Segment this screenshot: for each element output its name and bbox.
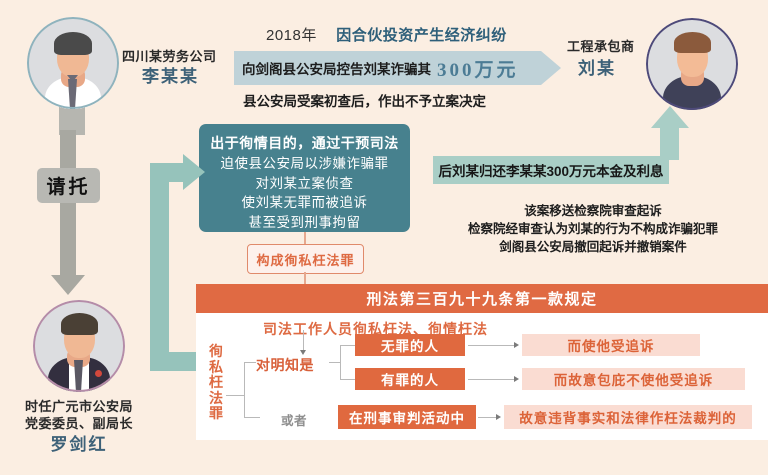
avatar-luo-jianhong <box>33 300 125 392</box>
arrow-innocent-line <box>468 345 514 346</box>
label-luo-name: 罗剑红 <box>50 435 108 454</box>
request-label: 请托 <box>37 168 100 203</box>
label-luo-role-line1: 时任广元市公安局 <box>24 399 133 414</box>
case-outcome-line1: 该案移送检察院审查起诉 <box>524 204 662 218</box>
request-arrow-head <box>51 275 85 295</box>
arrow-to-liu <box>519 54 541 82</box>
subject-box-guilty: 有罪的人 <box>355 368 465 390</box>
trunk-split <box>244 362 245 417</box>
teal-arrow-head <box>183 154 205 190</box>
arrow-trial-line <box>478 417 496 418</box>
result-box-trial-text: 故意违背事实和法律作枉法裁判的 <box>519 411 737 426</box>
repayment-arrow-head <box>651 106 689 128</box>
known-split <box>340 345 341 379</box>
law-header: 刑法第三百九十九条第一款规定 <box>196 284 768 313</box>
trunk-branch-upper <box>244 362 256 363</box>
vertical-crime-char-2: 枉 <box>209 374 223 390</box>
arrow-innocent-tip <box>514 341 519 348</box>
label-liu-role: 工程承包商 <box>567 39 635 54</box>
vertical-crime-label: 徇 私 枉 法 罪 <box>208 343 224 422</box>
known-stub <box>329 362 340 363</box>
trunk-stub <box>226 395 244 396</box>
label-luo-role-line2: 党委委员、副局长 <box>24 416 133 431</box>
label-luo-role: 时任广元市公安局 党委委员、副局长 罗剑红 <box>8 398 150 456</box>
interference-line5: 甚至受到刑事拘留 <box>248 214 361 230</box>
interference-box: 出于徇情目的，通过干预司法 迫使县公安局以涉嫌诈骗罪 对刘某立案侦查 使刘某无罪… <box>199 124 410 232</box>
trunk-branch-lower <box>244 417 260 418</box>
result-box-guilty-text: 而故意包庇不使他受追诉 <box>553 373 714 388</box>
vertical-crime-char-3: 法 <box>209 389 223 406</box>
accusation-amount: 300万元 <box>437 59 519 81</box>
request-arrow-shaft <box>60 130 76 277</box>
arrow-guilty-line <box>468 379 514 380</box>
subject-box-trial-text: 在刑事审判活动中 <box>349 411 465 426</box>
subject-box-guilty-text: 有罪的人 <box>381 373 439 388</box>
repayment-band: 后刘某归还李某某300万元本金及利息 <box>433 156 669 184</box>
label-li-role: 四川某劳务公司 <box>122 49 217 64</box>
accusation-text: 向剑阁县公安局控告刘某诈骗其 <box>242 62 431 77</box>
interference-line3: 对刘某立案侦查 <box>255 175 354 191</box>
accusation-band-arrowhead <box>541 51 561 85</box>
label-li-name: 李某某 <box>142 67 199 86</box>
header-year: 2018年 <box>266 27 317 44</box>
header-headline-text: 因合伙投资产生经济纠纷 <box>336 27 507 44</box>
interference-line1: 出于徇情目的，通过干预司法 <box>210 135 399 151</box>
branch-label-or: 或者 <box>281 414 308 428</box>
crime-constituted-chip: 构成徇私枉法罪 <box>247 244 364 274</box>
vertical-crime-char-4: 罪 <box>209 405 223 421</box>
repayment-arrow-shaft <box>660 126 679 160</box>
interference-line4: 使刘某无罪而被追诉 <box>241 195 368 210</box>
teal-arrow-base <box>150 352 200 371</box>
repayment-text: 后刘某归还李某某300万元本金及利息 <box>438 164 664 179</box>
case-outcome-line3: 剑阁县公安局撤回起诉并撤销案件 <box>499 240 687 254</box>
interference-line2: 迫使县公安局以涉嫌诈骗罪 <box>220 156 389 171</box>
teal-arrow-horizontal <box>150 163 183 182</box>
branch-label-known: 对明知是 <box>256 357 314 373</box>
avatar-liu-mou <box>646 18 738 110</box>
subject-box-innocent-text: 无罪的人 <box>381 339 439 354</box>
law-header-text: 刑法第三百九十九条第一款规定 <box>366 291 598 308</box>
header-no-case-decision: 县公安局受案初查后，作出不予立案决定 <box>243 94 486 109</box>
vertical-crime-char-0: 徇 <box>209 343 223 359</box>
vertical-crime-char-1: 私 <box>209 358 223 375</box>
crime-chip-connector-top <box>304 232 306 244</box>
known-branch-innocent <box>340 345 355 346</box>
request-label-text: 请托 <box>46 177 91 198</box>
header-headline: 2018年 因合伙投资产生经济纠纷 <box>266 24 507 45</box>
known-branch-pointer-tip <box>300 350 306 355</box>
law-subtitle: 司法工作人员徇私枉法、徇情枉法 <box>263 321 488 337</box>
case-outcome: 该案移送检察院审查起诉 检察院经审查认为刘某的行为不构成诈骗犯罪 剑阁县公安局撤… <box>419 202 767 256</box>
arrow-trial-tip <box>496 413 501 420</box>
known-branch-guilty <box>340 379 355 380</box>
label-liu-name: 刘某 <box>578 59 616 78</box>
accusation-band: 向剑阁县公安局控告刘某诈骗其 300万元 <box>234 51 541 85</box>
teal-arrow-vertical <box>150 163 169 371</box>
subject-box-innocent: 无罪的人 <box>355 334 465 356</box>
arrow-guilty-tip <box>514 375 519 382</box>
result-box-trial: 故意违背事实和法律作枉法裁判的 <box>504 405 752 429</box>
subject-box-trial: 在刑事审判活动中 <box>338 405 476 429</box>
case-outcome-line2: 检察院经审查认为刘某的行为不构成诈骗犯罪 <box>467 222 718 236</box>
crime-chip-connector-bottom <box>304 272 306 284</box>
result-box-innocent: 而使他受追诉 <box>522 334 700 356</box>
avatar-li-moumou <box>27 17 119 109</box>
result-box-innocent-text: 而使他受追诉 <box>567 339 655 354</box>
crime-chip-text: 构成徇私枉法罪 <box>256 252 355 268</box>
result-box-guilty: 而故意包庇不使他受追诉 <box>522 368 745 390</box>
known-branch-pointer-line <box>303 330 304 350</box>
